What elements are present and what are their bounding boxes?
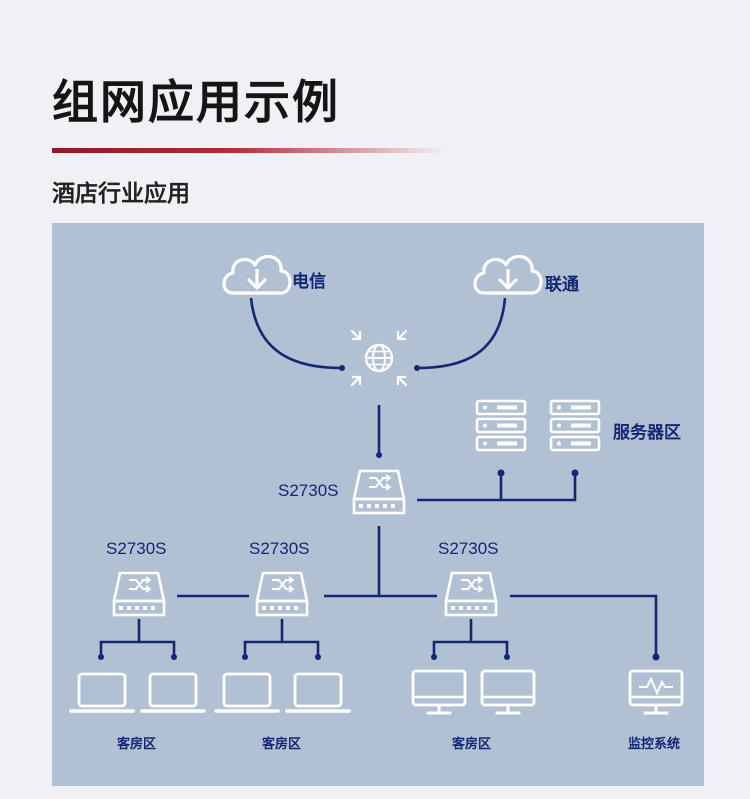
- switch-icon: [444, 571, 498, 617]
- surveillance-zone-label: 监控系统: [628, 737, 681, 752]
- isp-unicom-label: 联通: [545, 275, 579, 295]
- network-diagram: 电信 联通 服务器区 S2730S S2730S S2730S S2730S 客…: [52, 223, 704, 786]
- guest-room-zone-label: 客房区: [117, 737, 157, 752]
- laptop-icon: [214, 672, 280, 713]
- switch-icon: [112, 571, 166, 617]
- laptop-icon: [69, 672, 135, 713]
- title-underline: [52, 148, 447, 153]
- guest-room-zone-label: 客房区: [452, 737, 492, 752]
- page-subtitle: 酒店行业应用: [52, 181, 190, 207]
- server-icon: [475, 399, 527, 452]
- globe-icon: [350, 329, 408, 387]
- isp-telecom-label: 电信: [292, 272, 326, 292]
- access-switch-label: S2730S: [249, 539, 310, 558]
- server-icon: [549, 399, 601, 452]
- switch-icon: [352, 469, 406, 515]
- monitor-icon: [411, 669, 467, 715]
- guest-room-zone-label: 客房区: [262, 737, 302, 752]
- network-topology: [69, 254, 684, 715]
- links: [99, 297, 658, 657]
- access-switch-label: S2730S: [438, 539, 499, 558]
- cloud-download-icon: [222, 254, 292, 295]
- switch-icon: [255, 571, 309, 617]
- laptop-icon: [140, 672, 206, 713]
- link-dots: [98, 365, 660, 661]
- server-zone-label: 服务器区: [613, 423, 681, 443]
- access-switch-label: S2730S: [106, 539, 167, 558]
- page-title: 组网应用示例: [52, 75, 340, 129]
- cloud-download-icon: [473, 254, 543, 295]
- core-switch-label: S2730S: [278, 481, 339, 500]
- monitor-icon: [480, 669, 536, 715]
- surveillance-monitor-icon: [628, 669, 684, 715]
- laptop-icon: [285, 672, 351, 713]
